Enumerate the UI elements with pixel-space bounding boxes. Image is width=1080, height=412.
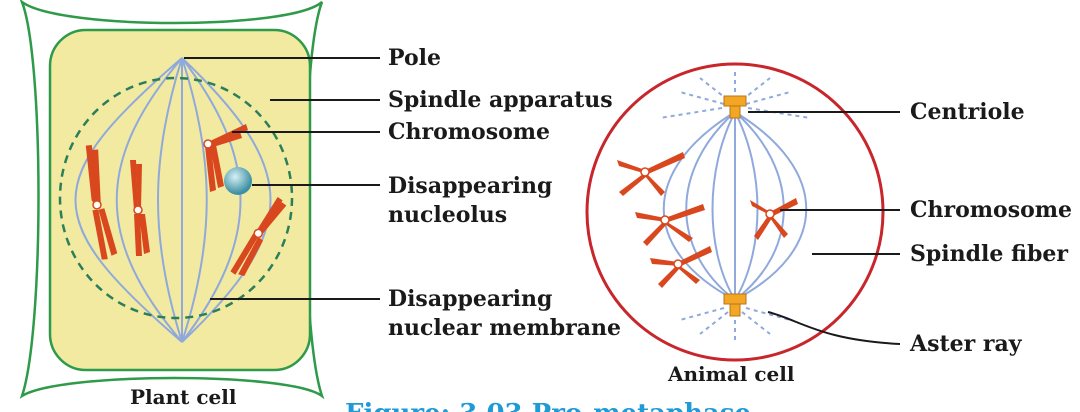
label-spindle-apparatus: Spindle apparatus (388, 87, 613, 113)
label-membrane-line2: nuclear membrane (388, 315, 621, 341)
nucleolus (224, 167, 252, 195)
label-animal-chromosome: Chromosome (910, 197, 1072, 223)
figure-caption: Figure: 3.03 Pro-metaphase (345, 399, 751, 412)
label-pole: Pole (388, 45, 441, 71)
label-aster-ray: Aster ray (909, 331, 1023, 357)
animal-cell (587, 64, 883, 360)
animal-cell-caption: Animal cell (667, 362, 795, 386)
label-membrane-line1: Disappearing (388, 286, 552, 312)
label-centriole: Centriole (910, 99, 1025, 125)
plant-cell-caption: Plant cell (130, 385, 237, 409)
label-nucleolus-line1: Disappearing (388, 173, 552, 199)
label-nucleolus-line2: nucleolus (388, 202, 507, 228)
label-spindle-fiber: Spindle fiber (910, 241, 1068, 267)
plant-cell (22, 2, 322, 396)
label-plant-chromosome: Chromosome (388, 119, 550, 145)
